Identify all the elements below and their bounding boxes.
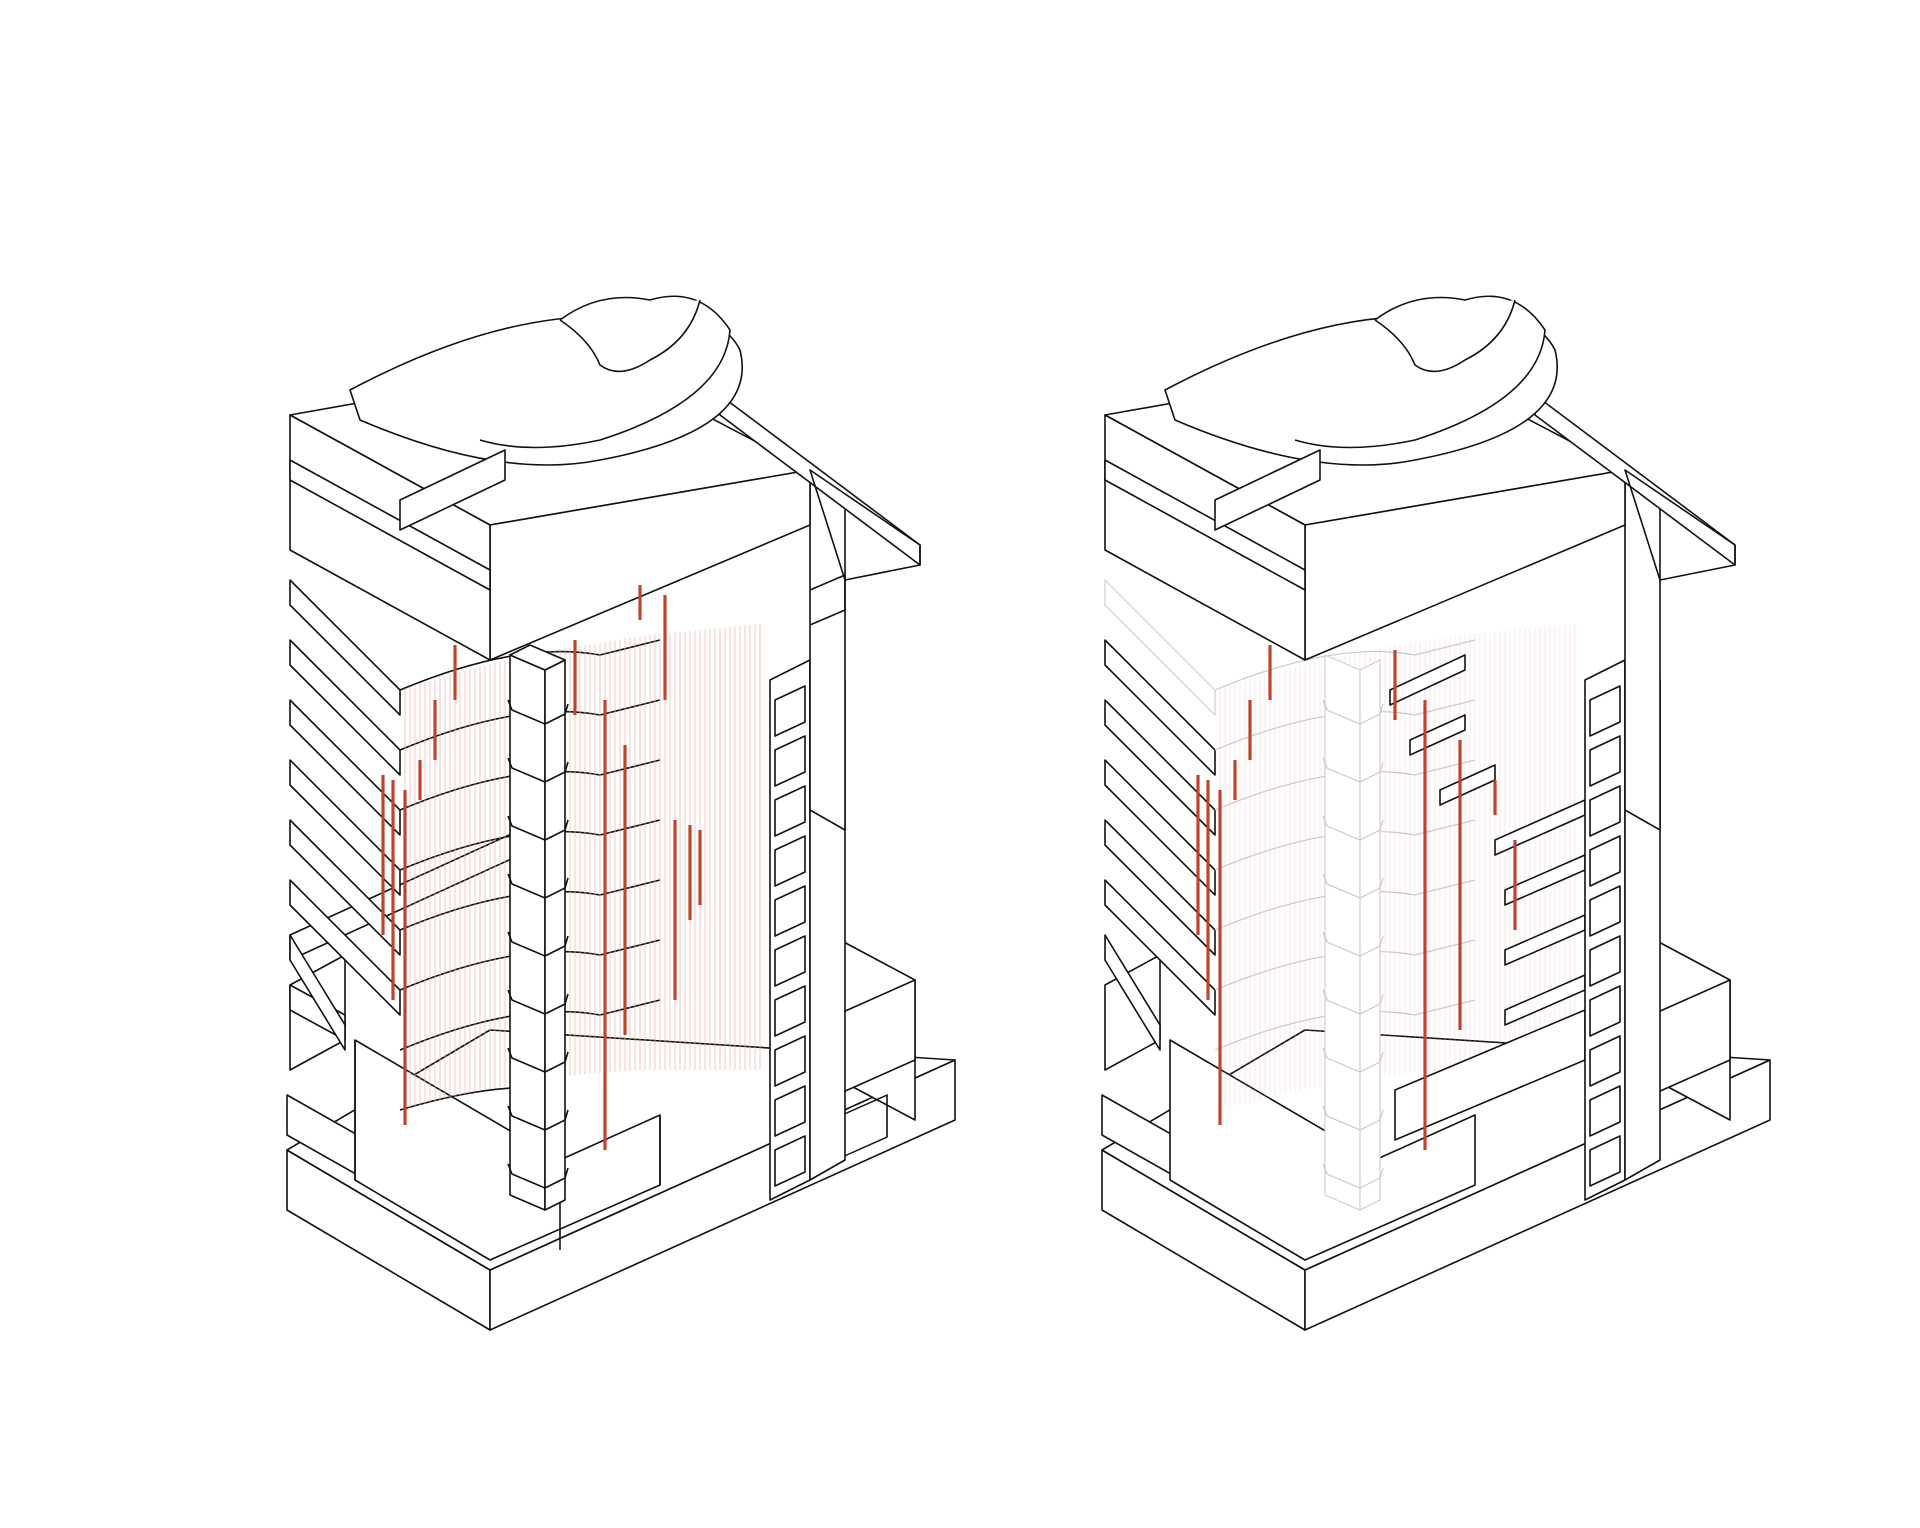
semicircular-roof-crown [1164,295,1558,531]
structural-columns-right [1196,645,1517,1150]
core-floor-joint [1322,757,1384,783]
core-floor-joint [1322,931,1384,957]
floor-slabs-right [1389,654,1586,1141]
central-core-column-ghosted [1322,654,1384,1211]
building-axonometric-right [1101,295,1771,1331]
core-floor-joint [507,1163,569,1189]
tower-bay [774,885,806,937]
core-floor-joint [1322,699,1384,725]
tower-bay [774,1085,806,1137]
tower-bay [1589,885,1621,937]
core-floor-joint [1322,873,1384,899]
core-floor-joint [1322,1105,1384,1131]
core-floor-joint [1322,989,1384,1015]
ground-floor-frame [286,1039,661,1261]
tower-bay [1589,785,1621,837]
core-floor-joint [1322,1047,1384,1073]
structural-columns-left [381,585,702,1150]
central-core-column [507,644,569,1211]
tower-bay [774,935,806,987]
core-floor-joint [1322,1163,1384,1189]
core-floor-joint [507,873,569,899]
tower-bay [774,835,806,887]
tower-bay [1589,685,1621,737]
tower-bay [774,785,806,837]
tower-bay [774,1035,806,1087]
tower-bay [774,985,806,1037]
core-floor-joint [507,931,569,957]
core-floor-joint [507,1105,569,1131]
tower-bay [1589,1085,1621,1137]
ground-floor-frame [1101,1039,1476,1261]
tower-bay [1589,1135,1621,1187]
core-floor-joint [507,699,569,725]
core-floor-joint [507,1047,569,1073]
tower-bay [774,735,806,787]
core-floor-joint [1322,815,1384,841]
core-floor-joint [507,815,569,841]
floor-slabs-left [1104,579,1216,1071]
tower-bay [774,1135,806,1187]
building-axonometric-left [286,295,956,1331]
tower-bay [1589,985,1621,1037]
tower-bay [1589,735,1621,787]
tower-bay [774,685,806,737]
core-floor-joint [507,757,569,783]
tower-bay [1589,935,1621,987]
semicircular-roof-crown [349,295,743,531]
tower-bay [1589,1035,1621,1087]
tower-bay [1589,835,1621,887]
core-floor-joint [507,989,569,1015]
